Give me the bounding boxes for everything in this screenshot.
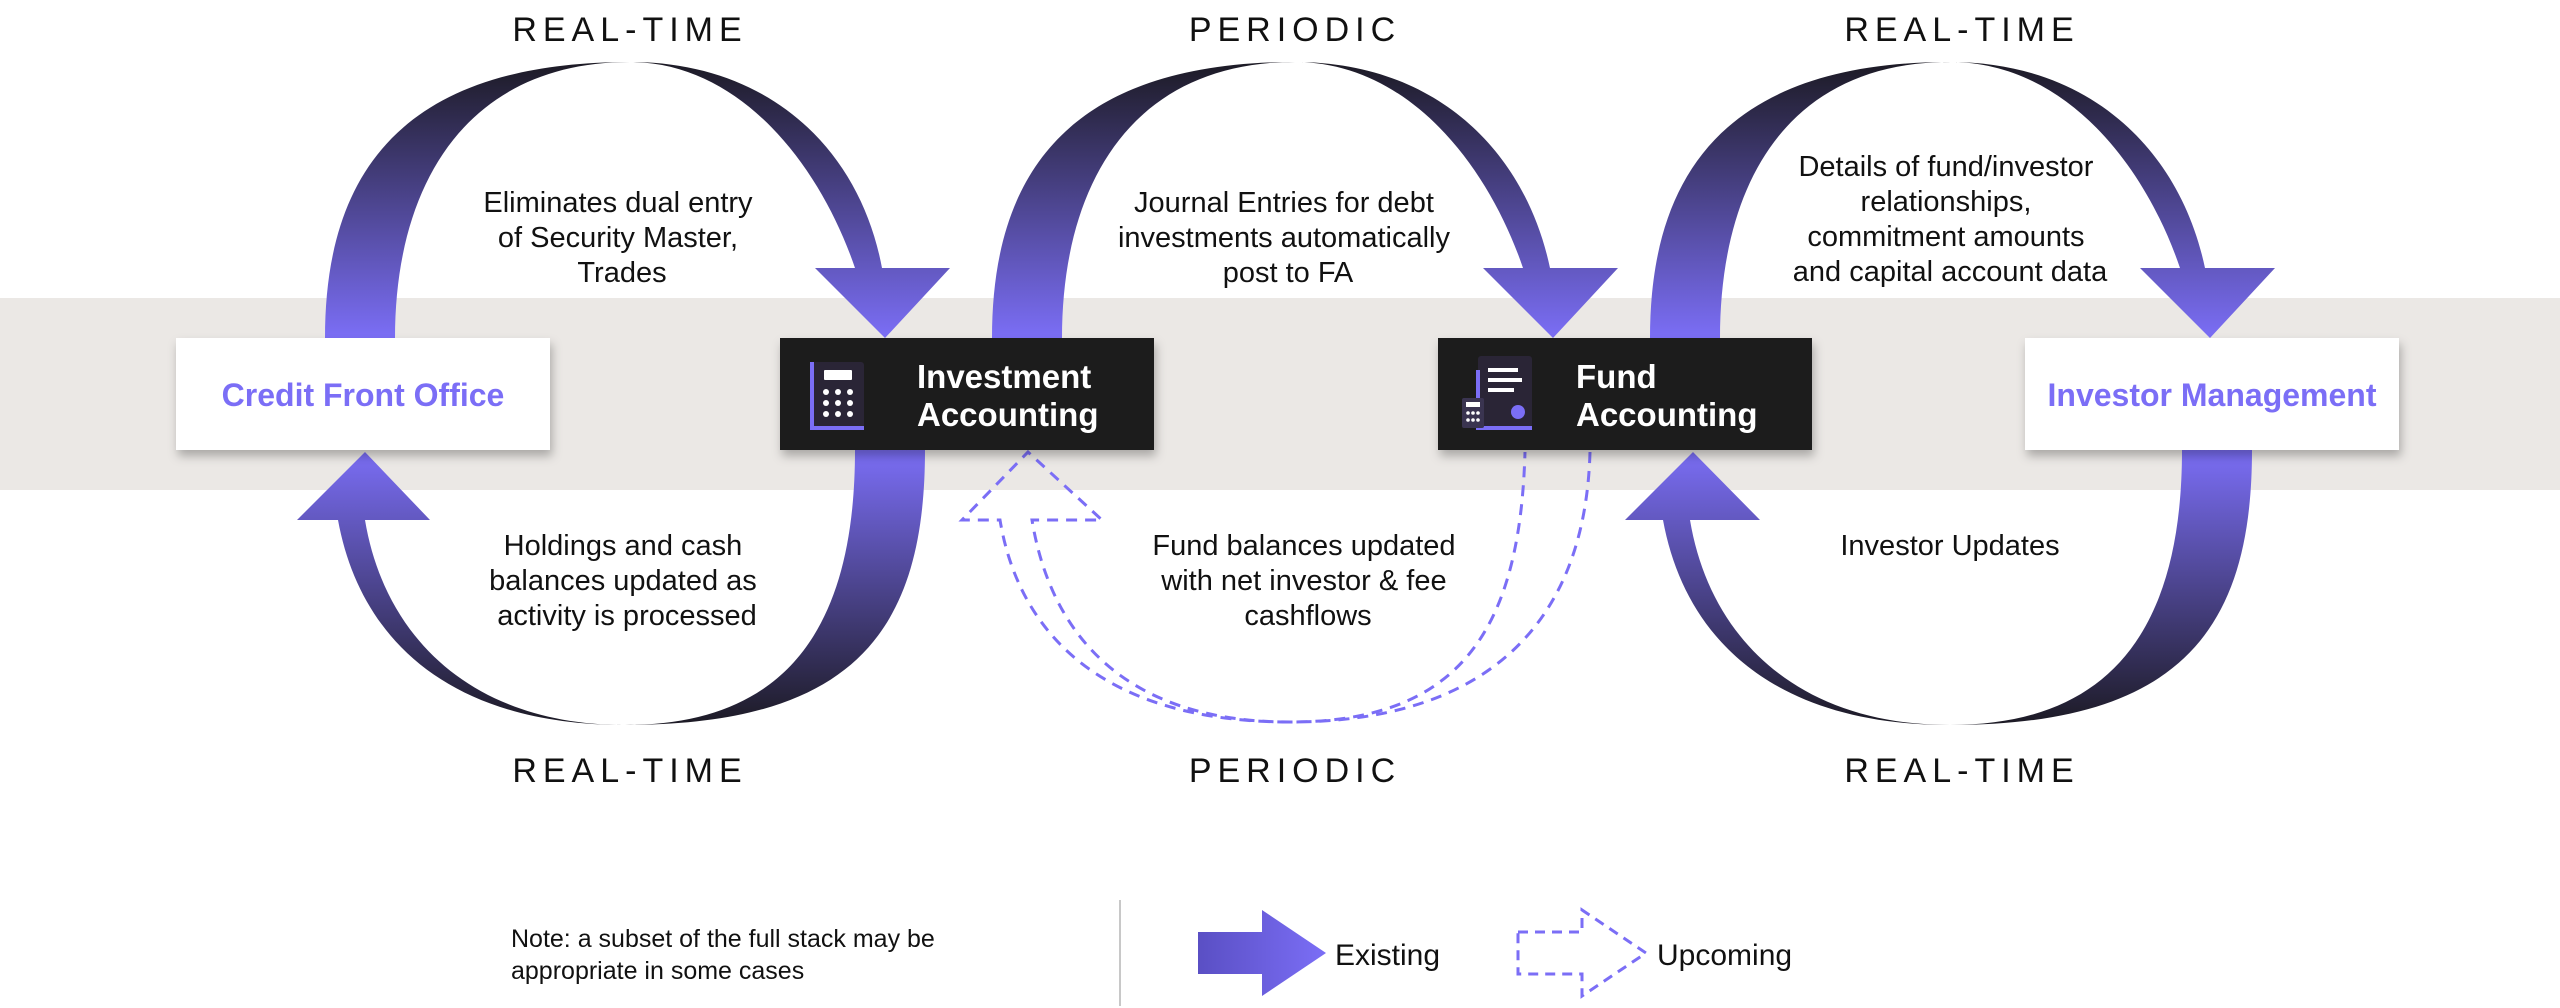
loop-2-bottom-label: PERIODIC bbox=[1189, 752, 1401, 790]
loop-3-top-description: Details of fund/investor relationships, … bbox=[1793, 151, 2108, 288]
loop-2 bbox=[958, 62, 1618, 724]
loop-1-bottom-description: Holdings and cash balances updated as ac… bbox=[489, 530, 765, 632]
node-fund-accounting: Fund Accounting bbox=[1438, 338, 1812, 450]
upcoming-arrow-icon bbox=[1516, 907, 1649, 999]
loop-2-top-arrow bbox=[992, 62, 1618, 338]
loop-1-top-arrow bbox=[325, 62, 950, 338]
legend-upcoming: Upcoming bbox=[1516, 907, 1792, 999]
calculator-icon bbox=[810, 362, 864, 430]
fund-accounting-label: Fund Accounting bbox=[1576, 358, 1757, 433]
investment-accounting-label: Investment Accounting bbox=[917, 358, 1100, 433]
loop-1 bbox=[297, 62, 950, 725]
node-investor-management: Investor Management bbox=[2025, 338, 2399, 450]
loop-3-top-label: REAL-TIME bbox=[1844, 11, 2079, 49]
legend-existing: Existing bbox=[1198, 910, 1440, 996]
loop-2-bottom-upcoming-arrow bbox=[958, 449, 1592, 724]
existing-arrow-icon bbox=[1198, 910, 1326, 996]
loop-2-top-label: PERIODIC bbox=[1189, 11, 1401, 49]
loop-3 bbox=[1625, 62, 2275, 725]
loop-1-bottom-label: REAL-TIME bbox=[512, 752, 747, 790]
loop-1-top-description: Eliminates dual entry of Security Master… bbox=[483, 187, 760, 289]
credit-front-office-label: Credit Front Office bbox=[222, 377, 505, 413]
node-credit-front-office: Credit Front Office bbox=[176, 338, 550, 450]
loop-2-bottom-description: Fund balances updated with net investor … bbox=[1152, 530, 1463, 632]
legend-existing-label: Existing bbox=[1335, 939, 1440, 972]
loop-3-bottom-description: Investor Updates bbox=[1840, 530, 2059, 562]
investor-management-label: Investor Management bbox=[2048, 377, 2377, 413]
footnote: Note: a subset of the full stack may be … bbox=[511, 925, 942, 985]
loop-1-bottom-arrow bbox=[297, 450, 925, 725]
loop-2-top-description: Journal Entries for debt investments aut… bbox=[1118, 187, 1458, 289]
loop-1-top-label: REAL-TIME bbox=[512, 11, 747, 49]
node-investment-accounting: Investment Accounting bbox=[780, 338, 1154, 450]
loop-3-top-arrow bbox=[1650, 62, 2275, 338]
legend-upcoming-label: Upcoming bbox=[1657, 939, 1792, 972]
loop-3-bottom-arrow bbox=[1625, 450, 2252, 725]
ledger-document-icon bbox=[1462, 356, 1532, 430]
loop-3-bottom-label: REAL-TIME bbox=[1844, 752, 2079, 790]
